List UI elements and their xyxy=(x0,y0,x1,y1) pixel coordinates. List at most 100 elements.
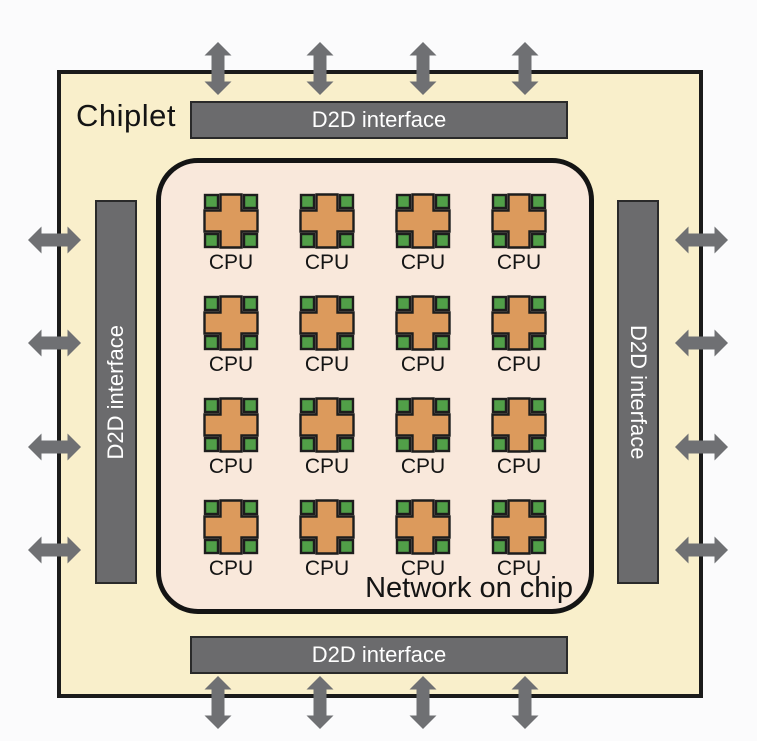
cache-block xyxy=(530,436,547,453)
bidirectional-arrow-icon xyxy=(511,676,539,729)
cache-block xyxy=(203,232,220,249)
cpu-label: CPU xyxy=(208,557,254,580)
cpu-tile: CPU xyxy=(395,295,451,377)
link-arrows-bottom xyxy=(204,676,539,729)
cpu-label: CPU xyxy=(496,353,542,376)
cache-block xyxy=(491,193,508,210)
cpu-tile: CPU xyxy=(395,499,451,581)
network-on-chip-region: CPU CPU CPU CPU CPU CPU CPU CPU CPU CPU CPU CPU CPU C… xyxy=(156,158,594,614)
cache-block xyxy=(395,397,412,414)
cache-block xyxy=(530,193,547,210)
cache-block xyxy=(299,499,316,516)
cpu-tile: CPU xyxy=(299,499,355,581)
bidirectional-arrow-icon xyxy=(409,676,437,729)
cpu-label: CPU xyxy=(304,353,350,376)
bidirectional-arrow-icon xyxy=(204,42,232,95)
cache-block xyxy=(242,193,259,210)
cpu-core-icon xyxy=(203,295,259,351)
d2d-interface-top: D2D interface xyxy=(190,101,568,139)
cpu-tile: CPU xyxy=(203,295,259,377)
cpu-label: CPU xyxy=(496,455,542,478)
cpu-tile: CPU xyxy=(491,295,547,377)
cache-block xyxy=(491,436,508,453)
cache-block xyxy=(338,193,355,210)
cache-block xyxy=(434,334,451,351)
cpu-core-icon xyxy=(299,499,355,555)
cpu-label: CPU xyxy=(304,557,350,580)
bidirectional-arrow-icon xyxy=(28,536,81,564)
cache-block xyxy=(530,499,547,516)
cpu-grid: CPU CPU CPU CPU CPU CPU CPU CPU CPU CPU CPU CPU CPU C… xyxy=(161,163,589,609)
cpu-core-icon xyxy=(299,193,355,249)
chiplet-label: Chiplet xyxy=(76,98,176,133)
cache-block xyxy=(491,538,508,555)
cache-block xyxy=(434,538,451,555)
cache-block xyxy=(530,397,547,414)
bidirectional-arrow-icon xyxy=(28,329,81,357)
d2d-interface-right-label: D2D interface xyxy=(626,324,651,460)
cache-block xyxy=(299,538,316,555)
cache-block xyxy=(242,232,259,249)
cpu-core-icon xyxy=(203,499,259,555)
d2d-interface-top-label: D2D interface xyxy=(311,107,447,132)
cache-block xyxy=(242,334,259,351)
cpu-core-icon xyxy=(491,193,547,249)
cache-block xyxy=(203,397,220,414)
cpu-label: CPU xyxy=(400,251,446,274)
cache-block xyxy=(491,397,508,414)
cpu-label: CPU xyxy=(400,557,446,580)
cache-block xyxy=(338,499,355,516)
cpu-tile: CPU xyxy=(491,193,547,275)
cache-block xyxy=(395,538,412,555)
bidirectional-arrow-icon xyxy=(204,676,232,729)
cpu-tile: CPU xyxy=(491,397,547,479)
cache-block xyxy=(242,397,259,414)
cache-block xyxy=(530,334,547,351)
cache-block xyxy=(299,436,316,453)
cpu-label: CPU xyxy=(304,455,350,478)
network-on-chip-label: Network on chip xyxy=(365,572,573,604)
cache-block xyxy=(338,295,355,312)
cache-block xyxy=(203,499,220,516)
cache-block xyxy=(491,499,508,516)
cache-block xyxy=(530,232,547,249)
cpu-tile: CPU xyxy=(299,193,355,275)
cpu-label: CPU xyxy=(208,353,254,376)
cache-block xyxy=(434,295,451,312)
bidirectional-arrow-icon xyxy=(306,676,334,729)
cache-block xyxy=(338,232,355,249)
cpu-tile: CPU xyxy=(299,397,355,479)
bidirectional-arrow-icon xyxy=(306,42,334,95)
link-arrows-right xyxy=(675,226,728,564)
cpu-label: CPU xyxy=(496,557,542,580)
cpu-core-icon xyxy=(395,295,451,351)
link-arrows-left xyxy=(28,226,81,564)
cpu-core-icon xyxy=(491,397,547,453)
cpu-tile: CPU xyxy=(395,397,451,479)
cache-block xyxy=(203,436,220,453)
cpu-core-icon xyxy=(491,295,547,351)
cache-block xyxy=(203,193,220,210)
cache-block xyxy=(395,193,412,210)
cache-block xyxy=(203,538,220,555)
cpu-tile: CPU xyxy=(491,499,547,581)
d2d-interface-bottom: D2D interface xyxy=(190,636,568,674)
cache-block xyxy=(491,232,508,249)
cache-block xyxy=(491,334,508,351)
bidirectional-arrow-icon xyxy=(675,536,728,564)
bidirectional-arrow-icon xyxy=(409,42,437,95)
cache-block xyxy=(299,334,316,351)
cpu-core-icon xyxy=(203,193,259,249)
bidirectional-arrow-icon xyxy=(675,329,728,357)
cache-block xyxy=(338,397,355,414)
cache-block xyxy=(242,499,259,516)
cpu-tile: CPU xyxy=(203,397,259,479)
cpu-label: CPU xyxy=(208,455,254,478)
bidirectional-arrow-icon xyxy=(28,226,81,254)
cpu-label: CPU xyxy=(400,353,446,376)
bidirectional-arrow-icon xyxy=(675,433,728,461)
cache-block xyxy=(395,436,412,453)
cache-block xyxy=(203,295,220,312)
cache-block xyxy=(299,397,316,414)
